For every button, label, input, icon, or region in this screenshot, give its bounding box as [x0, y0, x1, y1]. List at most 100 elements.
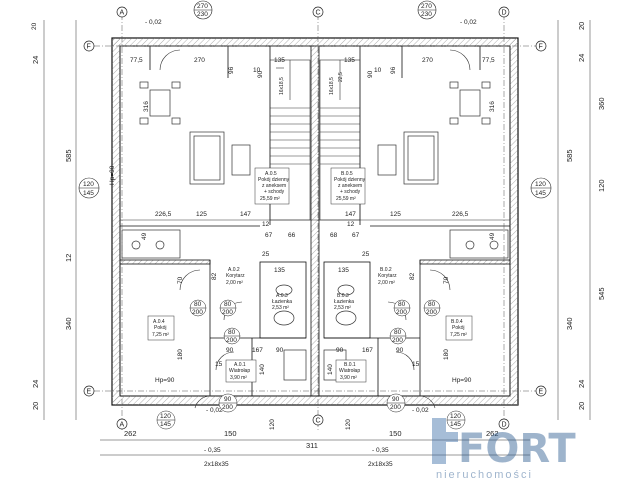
inner-135-left: 135 [274, 57, 285, 64]
axis-f-right: F [539, 44, 543, 51]
right-dim-20: 20 [577, 22, 586, 30]
left-dim-24-top: 24 [31, 56, 40, 64]
svg-text:Wiatrołap: Wiatrołap [339, 368, 360, 374]
dim-140-l: 140 [259, 364, 266, 375]
room-label-b02: B.0.2 Korytarz 2,00 m² [378, 267, 397, 286]
top-right-win-top: 270 [421, 3, 432, 10]
dim-82-right: 82 [409, 272, 416, 280]
right-dim-360: 360 [597, 97, 606, 110]
room-label-a03: A.0.3 Łazienka 2,53 m² [272, 293, 292, 311]
room-label-a01: A.0.1 Wiatrołap 3,90 m² [225, 359, 257, 383]
hp-left: Hp=90 [155, 377, 175, 384]
svg-text:80: 80 [228, 329, 236, 336]
dim-226-left: 226,5 [155, 211, 172, 218]
room-label-b01: B.0.1 Wiatrołap 3,90 m² [335, 359, 367, 383]
svg-text:80: 80 [224, 301, 232, 308]
svg-text:B.0.4: B.0.4 [451, 319, 463, 325]
svg-text:80: 80 [394, 329, 402, 336]
svg-text:145: 145 [450, 421, 461, 428]
dim-90-r2: 90 [396, 347, 404, 354]
inner-77-right: 77,5 [482, 57, 495, 64]
axis-d-top: D [502, 10, 507, 17]
inner-96-left: 96 [228, 66, 235, 74]
bottom-dim-262-left: 262 [124, 429, 137, 438]
dimension-lines [43, 20, 591, 456]
room-label-b03: B.0.3 Łazienka 2,53 m² [334, 293, 354, 311]
left-dim-340: 340 [64, 317, 73, 330]
bottom-dim-120a: 120 [269, 419, 276, 430]
axis-a-bottom: A [120, 422, 125, 429]
inner-316-left: 316 [143, 101, 150, 112]
top-window-markers [193, 0, 437, 20]
svg-text:z aneksem: z aneksem [262, 183, 286, 189]
left-dim-12: 12 [64, 254, 73, 262]
stair-label-right: 16x18,5 [329, 77, 335, 95]
right-win-bot: 145 [535, 190, 546, 197]
svg-text:B.0.2: B.0.2 [380, 267, 392, 273]
svg-text:80: 80 [194, 301, 202, 308]
axis-c-top: C [316, 10, 321, 17]
svg-text:Korytarz: Korytarz [226, 273, 245, 279]
bottom-window-left-marker: 120 145 [156, 410, 176, 430]
dim-15-r: 15 [412, 361, 420, 368]
right-win-top: 120 [535, 181, 546, 188]
svg-text:Łazienka: Łazienka [272, 299, 292, 305]
svg-text:B.0.5: B.0.5 [341, 171, 353, 177]
inner-10-left: 10 [253, 67, 261, 74]
svg-text:2,00 m²: 2,00 m² [378, 280, 395, 286]
svg-text:z aneksem: z aneksem [338, 183, 362, 189]
svg-text:80: 80 [428, 301, 436, 308]
dim-147-right: 147 [345, 211, 356, 218]
dim-125-right: 125 [390, 211, 401, 218]
svg-text:90: 90 [224, 396, 232, 403]
svg-text:Pokój: Pokój [154, 325, 167, 331]
svg-text:A.0.5: A.0.5 [265, 171, 277, 177]
axis-bubbles [83, 6, 547, 430]
room-label-b04: B.0.4 Pokój 7,25 m² [445, 315, 473, 341]
svg-text:120: 120 [450, 413, 461, 420]
inner-90-right: 90 [367, 70, 374, 78]
svg-text:B.0.1: B.0.1 [344, 362, 356, 368]
door-marker-80-left-b: 80 200 [219, 299, 237, 317]
left-dim-20-bot: 20 [31, 402, 40, 410]
axis-d-bottom: D [502, 422, 507, 429]
svg-text:145: 145 [160, 421, 171, 428]
dim-70-right: 70 [443, 276, 450, 284]
svg-text:3,90 m²: 3,90 m² [340, 375, 357, 381]
right-dim-585: 585 [565, 149, 574, 162]
dim-66-a: 66 [288, 232, 296, 239]
bottom-dim-120b: 120 [345, 419, 352, 430]
door-marker-80-right-b: 80 200 [423, 299, 441, 317]
right-dim-340: 340 [565, 317, 574, 330]
svg-text:FORT: FORT [458, 426, 576, 472]
dim-125-left: 125 [196, 211, 207, 218]
svg-text:80: 80 [398, 301, 406, 308]
svg-text:A.0.3: A.0.3 [276, 293, 288, 299]
top-elev-left: - 0,02 [145, 19, 162, 26]
svg-text:200: 200 [392, 337, 403, 344]
bottom-door-right-marker: 90 200 [386, 393, 406, 413]
dim-67-a: 67 [265, 232, 273, 239]
top-left-win-bot: 230 [197, 11, 208, 18]
dim-25-r: 25 [362, 251, 370, 258]
svg-text:Łazienka: Łazienka [334, 299, 354, 305]
right-dim-24: 24 [577, 54, 586, 62]
inner-90-left: 90 [257, 70, 264, 78]
right-dim-20-bot: 20 [577, 402, 586, 410]
dim-135-a: 135 [274, 267, 285, 274]
left-win-top: 120 [83, 181, 94, 188]
axis-e-left: E [87, 389, 92, 396]
axis-e-right: E [539, 389, 544, 396]
svg-text:nieruchomości: nieruchomości [436, 469, 533, 481]
door-marker-80-left-c: 80 200 [223, 327, 241, 345]
svg-text:Korytarz: Korytarz [378, 273, 397, 279]
room-label-a05: A.0.5 Pokój dzienny z aneksem + schody 2… [254, 167, 290, 205]
bottom-win-left: 2x18x35 [204, 461, 229, 468]
svg-text:Pokój dzienny: Pokój dzienny [258, 177, 290, 183]
bottom-dim-262-right: 262 [486, 429, 499, 438]
interior-walls [119, 46, 511, 396]
dim-49-right: 49 [489, 232, 496, 240]
dim-180-r: 180 [443, 349, 450, 360]
inner-10-right: 10 [374, 67, 382, 74]
right-dim-545: 545 [597, 287, 606, 300]
